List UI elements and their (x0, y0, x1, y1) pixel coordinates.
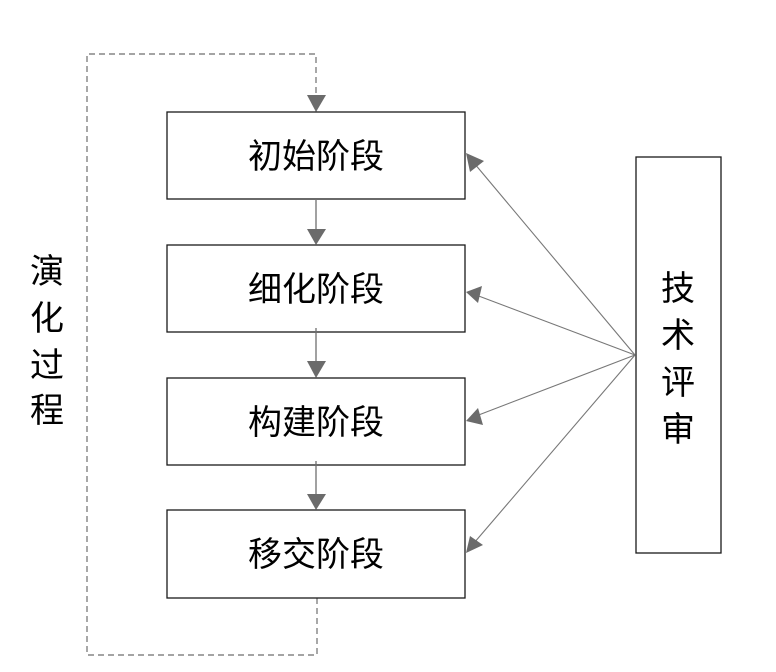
left-label-char: 程 (30, 391, 64, 431)
left-label-char: 演 (30, 252, 64, 292)
review-line-to-elaboration (475, 294, 636, 356)
review-arrowhead-elaboration (466, 286, 482, 303)
stage-label-initial: 初始阶段 (248, 137, 384, 177)
loop-arrowhead (307, 95, 326, 112)
technical-review-node: 技 术 评 审 (635, 156, 722, 554)
review-label-char: 技 (661, 269, 695, 309)
review-label-char: 评 (661, 363, 695, 403)
left-label-char: 化 (30, 299, 64, 339)
flow-arrowhead (307, 361, 326, 378)
review-line-to-initial (473, 162, 636, 356)
stage-node: 细化阶段 (166, 244, 466, 333)
stage-node: 构建阶段 (166, 377, 466, 466)
stage-label-construction: 构建阶段 (248, 403, 384, 443)
stage-label-transition: 移交阶段 (248, 535, 384, 575)
stage-box-transition (166, 509, 466, 599)
review-arrowhead-initial (466, 153, 484, 172)
iteration-loop-line (86, 53, 318, 656)
review-line-to-transition (473, 354, 636, 544)
technical-review-box (635, 156, 722, 554)
review-label-char: 审 (661, 410, 695, 450)
stage-box-construction (166, 377, 466, 466)
stage-node: 移交阶段 (166, 509, 466, 599)
review-arrowhead-transition (466, 536, 483, 553)
stage-label-elaboration: 细化阶段 (248, 270, 384, 310)
review-line-to-construction (475, 354, 636, 417)
review-arrowhead-construction (466, 408, 483, 425)
flow-arrowhead (307, 494, 326, 510)
review-label-char: 术 (661, 316, 695, 356)
evolution-process-label: 演 化 过 程 (30, 252, 64, 431)
flow-arrowhead (307, 229, 326, 245)
stage-node: 初始阶段 (166, 111, 466, 200)
stage-box-elaboration (166, 244, 466, 333)
left-label-char: 过 (30, 346, 64, 386)
